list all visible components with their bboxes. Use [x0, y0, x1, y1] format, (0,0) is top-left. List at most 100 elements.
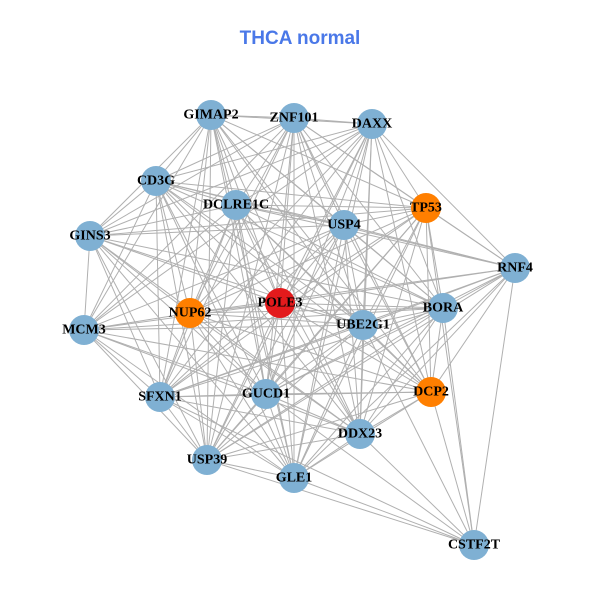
node-label: DCLRE1C: [203, 198, 269, 213]
edge-CD3G-BORA: [155, 180, 444, 309]
edge-UBE2G1-MCM3: [83, 324, 364, 331]
node-circle: [348, 310, 378, 340]
edge-POLE3-DDX23: [279, 302, 361, 435]
edge-CSTF2T-GUCD1: [265, 393, 475, 546]
node-gins3[interactable]: GINS3: [69, 221, 111, 251]
edge-MCM3-GUCD1: [83, 329, 267, 395]
edge-NUP62-DDX23: [189, 312, 361, 435]
edge-SFXN1-DDX23: [159, 396, 361, 435]
node-cstf2t[interactable]: CSTF2T: [448, 530, 501, 560]
node-usp4[interactable]: USP4: [327, 210, 361, 240]
edge-RNF4-NUP62: [189, 267, 516, 314]
node-nup62[interactable]: NUP62: [169, 298, 212, 328]
edge-GINS3-DDX23: [89, 235, 361, 435]
node-label: CSTF2T: [448, 538, 501, 553]
node-ddx23[interactable]: DDX23: [338, 419, 382, 449]
edge-GINS3-USP39: [89, 235, 208, 461]
edge-USP4-MCM3: [83, 224, 345, 331]
node-pole3[interactable]: POLE3: [257, 288, 303, 318]
node-bora[interactable]: BORA: [423, 293, 464, 323]
node-ube2g1[interactable]: UBE2G1: [336, 310, 390, 340]
edge-NUP62-UBE2G1: [189, 312, 364, 326]
edge-GIMAP2-MCM3: [83, 114, 212, 331]
edge-GIMAP2-GUCD1: [210, 114, 267, 395]
edge-USP4-UBE2G1: [343, 224, 364, 326]
edge-CD3G-GUCD1: [155, 180, 267, 395]
edge-CD3G-GLE1: [155, 180, 295, 479]
edge-POLE3-USP39: [206, 302, 281, 461]
node-znf101[interactable]: ZNF101: [270, 103, 319, 133]
edge-TP53-GLE1: [293, 207, 427, 479]
node-cd3g[interactable]: CD3G: [137, 166, 175, 196]
node-circle: [411, 193, 441, 223]
node-label: GIMAP2: [183, 108, 238, 123]
edge-CSTF2T-TP53: [425, 207, 475, 546]
edge-GINS3-SFXN1: [89, 235, 161, 398]
edge-UBE2G1-USP39: [206, 324, 364, 461]
edge-CD3G-MCM3: [83, 180, 157, 331]
node-dclre1c[interactable]: DCLRE1C: [203, 190, 269, 220]
node-label: ZNF101: [270, 111, 319, 126]
node-circle: [69, 315, 99, 345]
edge-DCLRE1C-GLE1: [235, 204, 295, 479]
edge-USP4-POLE3: [279, 224, 345, 304]
edge-RNF4-GLE1: [293, 267, 516, 479]
node-label: GUCD1: [242, 387, 290, 402]
node-circle: [145, 382, 175, 412]
node-label: UBE2G1: [336, 318, 390, 333]
node-sfxn1[interactable]: SFXN1: [138, 382, 182, 412]
edge-MCM3-DDX23: [83, 329, 361, 435]
node-label: RNF4: [497, 261, 533, 276]
node-circle: [500, 253, 530, 283]
edge-DAXX-POLE3: [279, 123, 373, 304]
edge-TP53-POLE3: [279, 207, 427, 304]
edge-DCP2-USP39: [206, 391, 432, 461]
node-label: DCP2: [413, 385, 449, 400]
node-circle: [428, 293, 458, 323]
edge-ZNF101-USP4: [293, 117, 345, 226]
edge-GUCD1-DCP2: [265, 391, 432, 395]
edge-USP4-SFXN1: [159, 224, 345, 398]
edge-TP53-RNF4: [425, 207, 516, 269]
edge-DCLRE1C-NUP62: [189, 204, 237, 314]
node-gimap2[interactable]: GIMAP2: [183, 100, 239, 130]
node-tp53[interactable]: TP53: [410, 193, 442, 223]
edge-DAXX-DDX23: [359, 123, 373, 435]
node-gucd1[interactable]: GUCD1: [242, 379, 290, 409]
edge-CSTF2T-GLE1: [293, 477, 475, 546]
edge-CSTF2T-SFXN1: [159, 396, 475, 546]
edge-BORA-SFXN1: [159, 307, 444, 398]
node-mcm3[interactable]: MCM3: [62, 315, 106, 345]
node-label: BORA: [423, 301, 464, 316]
edge-GIMAP2-SFXN1: [159, 114, 212, 398]
node-usp39[interactable]: USP39: [187, 445, 227, 475]
node-rnf4[interactable]: RNF4: [497, 253, 533, 283]
edge-DCLRE1C-DDX23: [235, 204, 361, 435]
edge-GIMAP2-DCLRE1C: [210, 114, 237, 206]
edge-DAXX-GINS3: [89, 123, 373, 237]
node-label: NUP62: [169, 306, 212, 321]
edge-NUP62-USP39: [189, 312, 208, 461]
edge-CSTF2T-UBE2G1: [362, 324, 475, 546]
edge-USP4-DCP2: [343, 224, 432, 393]
edge-GINS3-POLE3: [89, 235, 281, 304]
edge-DCLRE1C-GUCD1: [235, 204, 267, 395]
edge-USP4-RNF4: [343, 224, 516, 269]
node-circle: [279, 103, 309, 133]
edge-NUP62-GUCD1: [189, 312, 267, 395]
node-dcp2[interactable]: DCP2: [413, 377, 449, 407]
edge-CSTF2T-USP39: [206, 459, 475, 546]
node-label: GINS3: [69, 229, 110, 244]
edge-ZNF101-SFXN1: [159, 117, 295, 398]
node-daxx[interactable]: DAXX: [352, 109, 392, 139]
edge-DCLRE1C-POLE3: [235, 204, 281, 304]
node-gle1[interactable]: GLE1: [276, 463, 313, 493]
edge-POLE3-DCP2: [279, 302, 432, 393]
edge-RNF4-DDX23: [359, 267, 516, 435]
edge-CSTF2T-DDX23: [359, 433, 475, 546]
edge-GIMAP2-USP39: [206, 114, 212, 461]
edge-ZNF101-GUCD1: [265, 117, 295, 395]
node-circle: [221, 190, 251, 220]
node-circle: [357, 109, 387, 139]
